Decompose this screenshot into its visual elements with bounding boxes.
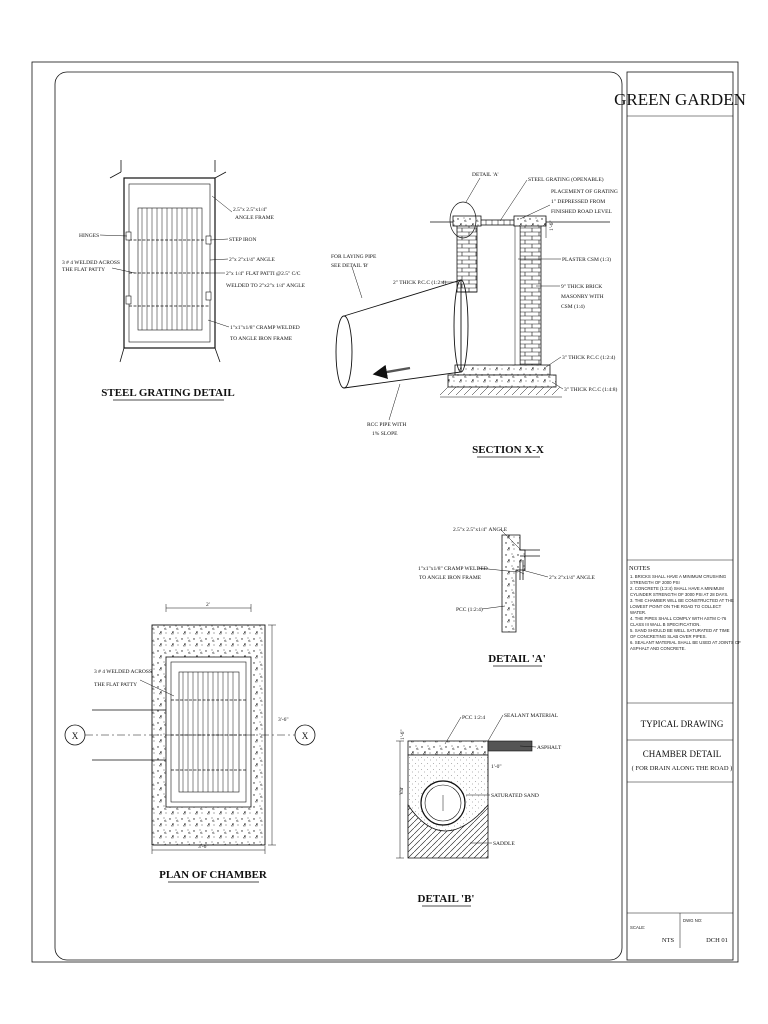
note-line: LOWEST POINT ON THE ROAD TO COLLECT — [630, 604, 722, 609]
dwg-no-label: DWG NO: — [683, 918, 702, 923]
drawing-frame — [54, 71, 623, 961]
welded-label-2: THE FLAT PATTY — [62, 267, 105, 273]
detail-b-sand: SATURATED SAND — [491, 793, 539, 799]
flat-patti-label: 2"x 1/4" FLAT PATTI @2.5" C/C — [226, 271, 301, 277]
laying-pipe-label-2: SEE DETAIL 'B' — [331, 263, 368, 269]
placement-label: PLACEMENT OF GRATING — [551, 189, 618, 195]
section-marker-right: X — [302, 731, 309, 741]
plan-welded-label: 3 # 4 WELDED ACROSS — [94, 669, 152, 675]
dwg-no-value: DCH 01 — [706, 937, 728, 944]
brick-label-2: MASONRY WITH — [561, 294, 604, 300]
detail-a-title: DETAIL 'A' — [488, 653, 546, 665]
detail-a: 2.5"x 2.5"x1/4" ANGLE 1"x1"x1/8" CRAMP W… — [418, 527, 595, 667]
detail-a-label: DETAIL 'A' — [472, 172, 499, 178]
detail-b-sealant: SEALANT MATERIAL — [504, 713, 559, 719]
grating-bars — [141, 208, 198, 330]
note-line: 1. BRICKS SHALL HAVE A MINIMUM CRUSHING — [630, 574, 727, 579]
rcc-pipe-label: RCC PIPE WITH — [367, 422, 406, 428]
scale-label: SCALE: — [630, 925, 645, 930]
note-line: ASPHALT AND CONCRETE. — [630, 646, 686, 651]
pcc-left-label: 2" THICK P.C.C (1:2:4) — [393, 279, 446, 286]
pcc-4-label: 3" THICK P.C.C (1:4:8) — [564, 386, 617, 393]
detail-b-dim-cover: 1'-0" — [491, 764, 502, 770]
welded-label: 3 # 4 WELDED ACROSS — [62, 260, 120, 266]
cramp-label: 1"x1"x1/8" CRAMP WELDED — [230, 325, 300, 331]
steel-grating-detail: HINGES 3 # 4 WELDED ACROSS THE FLAT PATT… — [62, 160, 306, 401]
note-line: 2. CONCRETE (1:2:4) SHALL HAVE A MINIMUM — [630, 586, 724, 591]
plan-dim-top: 2' — [206, 602, 210, 608]
steel-grating-title: STEEL GRATING DETAIL — [101, 387, 234, 399]
drawing-subtitle: ( FOR DRAIN ALONG THE ROAD ) — [632, 765, 733, 772]
detail-b-dim-side: Var — [399, 787, 405, 795]
rcc-pipe-label-2: 1% SLOPE — [372, 431, 398, 437]
brick-label: 9" THICK BRICK — [561, 284, 602, 290]
section-marker-left: X — [72, 731, 79, 741]
note-line: 3. THE CHAMBER WILL BE CONSTRUCTED AT TH… — [630, 598, 734, 603]
detail-a-pcc: PCC (1:2:4) — [456, 606, 483, 613]
detail-a-angle-right: 2"x 2"x1/4" ANGLE — [549, 575, 595, 581]
outer-border — [31, 61, 739, 963]
note-line: 4. THE PIPES SHALL COMPLY WITH ASTM C-76 — [630, 616, 727, 621]
detail-b-saddle: SADDLE — [493, 841, 515, 847]
plan-dim-right: 3'-6" — [278, 717, 289, 723]
drawing-type: TYPICAL DRAWING — [641, 719, 724, 729]
section-xx-title: SECTION X-X — [472, 444, 544, 456]
section-dim-top: 1'-6" — [549, 220, 555, 231]
note-line: OF CONCRETING SLAB OVER PIPES. — [630, 634, 707, 639]
brick-label-3: CSM (1:4) — [561, 303, 585, 310]
plan-dim-bottom: 3'-6" — [198, 844, 209, 850]
notes-section: NOTES 1. BRICKS SHALL HAVE A MINIMUM CRU… — [627, 559, 741, 651]
detail-a-angle-top: 2.5"x 2.5"x1/4" ANGLE — [453, 527, 508, 533]
detail-b-pcc: PCC 1:2:4 — [462, 715, 485, 721]
detail-a-cramp-2: TO ANGLE IRON FRAME — [419, 575, 482, 581]
pcc-3-label: 3" THICK P.C.C (1:2:4) — [562, 354, 615, 361]
laying-pipe-label: FOR LAYING PIPE — [331, 254, 377, 260]
hinges-label: HINGES — [79, 233, 99, 239]
project-name: GREEN GARDEN — [614, 90, 746, 109]
note-line: 6. SEALANT MATERIAL SHALL BE USED AT JOI… — [630, 640, 741, 645]
drawing-title: CHAMBER DETAIL — [643, 749, 722, 759]
plan-welded-label-2: THE FLAT PATTY — [94, 682, 137, 688]
section-xx: DETAIL 'A' STEEL GRATING (OPENABLE) PLAC… — [331, 172, 618, 458]
notes-heading: NOTES — [629, 565, 650, 572]
detail-b: 1'-6" Var 1'-0" PCC 1:2:4 SEALANT MATERI… — [396, 713, 562, 907]
note-line: CYLINDER STRENGTH OF 3000 PSI AT 28 DAYS… — [630, 592, 728, 597]
note-line: WATER. — [630, 610, 646, 615]
scale-value: NTS — [662, 937, 675, 944]
detail-b-asphalt: ASPHALT — [537, 745, 562, 751]
steel-grating-label: STEEL GRATING (OPENABLE) — [528, 176, 604, 183]
detail-b-title: DETAIL 'B' — [418, 893, 475, 905]
title-block — [626, 71, 734, 961]
detail-b-dim-depth: 1'-6" — [400, 729, 406, 740]
note-line: STRENGTH OF 2000 PSI — [630, 580, 680, 585]
plaster-label: PLASTER CSM (1:3) — [562, 256, 611, 263]
angle-frame-label-2: ANGLE FRAME — [235, 215, 275, 221]
placement-label-2: 1" DEPRESSED FROM — [551, 199, 605, 205]
angle-frame-label: 2.5"x 2.5"x1/4" — [233, 207, 267, 213]
note-line: 5. SAND SHOULD BE WELL SATURATED AT TIME — [630, 628, 730, 633]
plan-title: PLAN OF CHAMBER — [159, 869, 268, 881]
angle-label: 2"x 2"x1/4" ANGLE — [229, 257, 275, 263]
cramp-label-2: TO ANGLE IRON FRAME — [230, 336, 293, 342]
step-iron-label: STEP IRON — [229, 237, 256, 243]
plan-of-chamber: X X 2' 3'-6" 3'-6" 3 # 4 WELDED ACROSS T… — [64, 602, 316, 883]
placement-label-3: FINISHED ROAD LEVEL — [551, 209, 612, 215]
note-line: CLASS III WALL B SPECIFICATION. — [630, 622, 701, 627]
flat-patti-label-2: WELDED TO 2"x2"x 1/4" ANGLE — [226, 283, 306, 289]
detail-a-cramp: 1"x1"x1/8" CRAMP WELDED — [418, 566, 488, 572]
